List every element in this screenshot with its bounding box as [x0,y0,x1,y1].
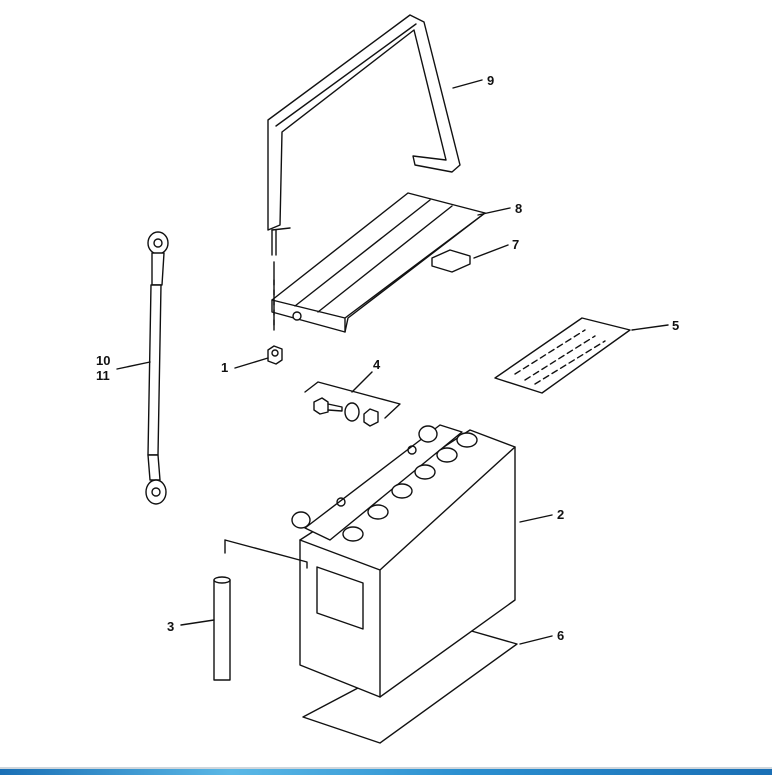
part-3-vent-tube [213,539,308,681]
callout-6: 6 [557,628,564,643]
part-4-terminal-hardware [304,381,401,427]
part-10-11-battery-cable [145,231,169,505]
callout-3: 3 [167,619,174,634]
callout-4: 4 [373,357,381,372]
callout-8: 8 [515,201,522,216]
part-7-pad [431,249,471,273]
bottom-frame-bar [0,767,772,775]
callout-1: 1 [221,360,228,375]
callout-7: 7 [512,237,519,252]
part-9-hold-down-strap [267,14,461,231]
callout-5: 5 [672,318,679,333]
part-1-nut [267,345,283,365]
part-5-decal [494,317,631,394]
leader-lines [116,79,669,645]
callout-11: 11 [96,368,110,383]
callout-2: 2 [557,507,564,522]
part-8-battery-tray [271,192,486,333]
callout-10: 10 [96,353,110,368]
callout-9: 9 [487,73,494,88]
part-2-battery [291,424,516,698]
